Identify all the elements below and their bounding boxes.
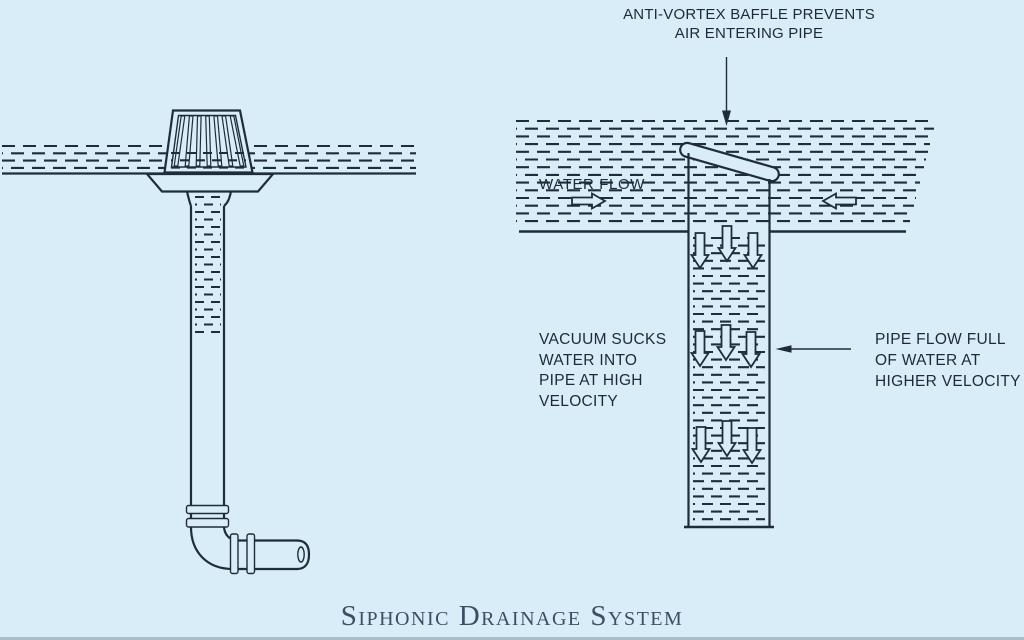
vacuum-label-line2: WATER INTO xyxy=(539,351,638,369)
vacuum-label-line3: PIPE AT HIGH xyxy=(539,372,643,389)
outlet-end-face xyxy=(297,546,305,563)
vacuum-label-line4: VELOCITY xyxy=(539,392,619,410)
pipe-flow-pointer-arrowhead xyxy=(775,345,792,353)
anti-vortex-label-line2: AIR ENTERING PIPE xyxy=(674,25,824,42)
baffle-pointer-arrowhead xyxy=(722,110,731,126)
pipe-flow-label: PIPE FLOW FULL OF WATER AT HIGHER VELOCI… xyxy=(875,329,1021,392)
water-flow-arrow-left-icon xyxy=(821,191,857,211)
pipe-coupling-band-top xyxy=(185,504,230,515)
diagram-title: Siphonic Drainage System xyxy=(340,600,684,632)
down-flow-arrows xyxy=(690,225,763,464)
left-pipe-water xyxy=(195,195,221,334)
water-flow-label: WATER FLOW xyxy=(539,176,645,193)
outlet-ring-2 xyxy=(246,533,256,575)
vacuum-label: VACUUM SUCKS WATER INTO PIPE AT HIGH VEL… xyxy=(539,330,666,412)
flange-neck-right xyxy=(223,191,233,207)
pipe-flow-label-line2: OF WATER AT xyxy=(875,352,981,369)
stack-water xyxy=(693,236,765,521)
water-flow-arrow-right-icon xyxy=(571,191,607,211)
right-water-surface xyxy=(516,119,936,223)
dome-strainer-slots xyxy=(173,115,245,167)
elbow-outer xyxy=(189,526,298,571)
pipe-coupling-band-bottom xyxy=(185,517,230,528)
anti-vortex-label-line1: ANTI-VORTEX BAFFLE PREVENTS xyxy=(623,6,875,23)
anti-vortex-baffle xyxy=(679,141,780,183)
vacuum-label-line1: VACUUM SUCKS xyxy=(539,331,667,348)
drain-flange xyxy=(144,172,276,193)
pipe-flow-label-line3: HIGHER VELOCITY xyxy=(875,373,1021,390)
outlet-end-cap xyxy=(296,539,311,571)
pipe-flow-label-line1: PIPE FLOW FULL xyxy=(875,331,1006,348)
bottom-edge-strip xyxy=(0,637,1024,640)
outlet-ring-1 xyxy=(229,533,239,575)
flange-neck-left xyxy=(185,191,193,207)
anti-vortex-label: ANTI-VORTEX BAFFLE PREVENTS AIR ENTERING… xyxy=(590,5,908,43)
